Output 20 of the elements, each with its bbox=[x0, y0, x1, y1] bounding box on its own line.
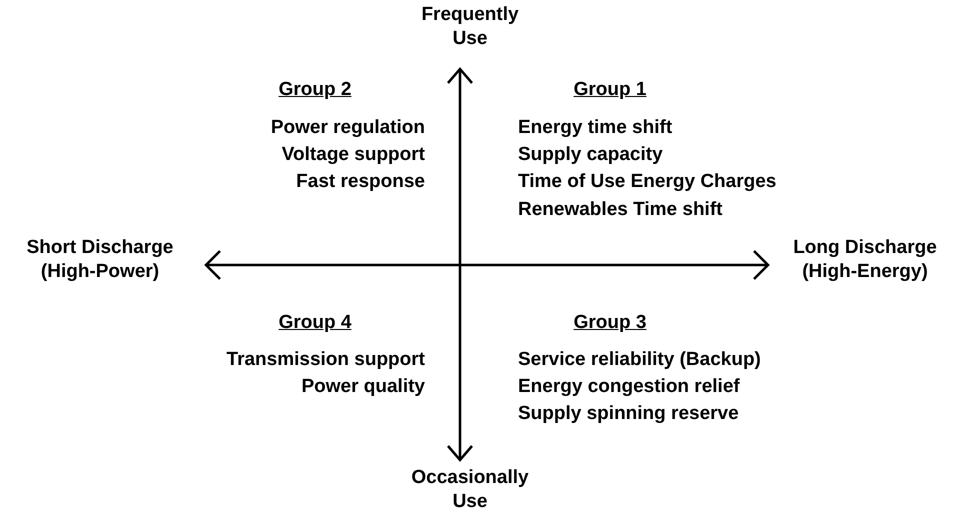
application-item: Energy time shift bbox=[518, 116, 672, 140]
group-heading: Group 1 bbox=[574, 78, 646, 102]
axis-label: Frequently Use bbox=[420, 3, 520, 51]
group-heading: Group 4 bbox=[278, 311, 352, 335]
application-item: Supply capacity bbox=[518, 143, 663, 167]
axis-label: Short Discharge (High-Power) bbox=[26, 236, 174, 284]
application-item: Power regulation bbox=[270, 116, 425, 140]
axis-label: Occasionally Use bbox=[410, 466, 530, 514]
application-item: Voltage support bbox=[282, 143, 425, 167]
group-heading: Group 2 bbox=[278, 78, 352, 102]
application-item: Time of Use Energy Charges bbox=[518, 170, 776, 194]
application-item: Supply spinning reserve bbox=[518, 402, 739, 426]
group-heading: Group 3 bbox=[574, 311, 646, 335]
application-item: Service reliability (Backup) bbox=[518, 348, 761, 372]
application-item: Transmission support bbox=[226, 348, 425, 372]
axis-label: Long Discharge (High-Energy) bbox=[792, 236, 938, 284]
application-item: Energy congestion relief bbox=[518, 375, 740, 399]
application-item: Power quality bbox=[301, 375, 425, 399]
application-item: Renewables Time shift bbox=[518, 198, 722, 222]
application-item: Fast response bbox=[296, 170, 425, 194]
